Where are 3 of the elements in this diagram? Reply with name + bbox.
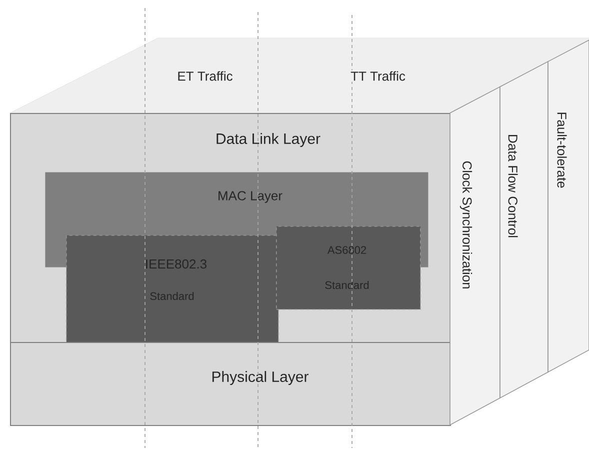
traffic-label: ET Traffic (176, 70, 234, 82)
layer-box: Physical Layer (10, 342, 451, 426)
traffic-label: TT Traffic (350, 70, 406, 82)
